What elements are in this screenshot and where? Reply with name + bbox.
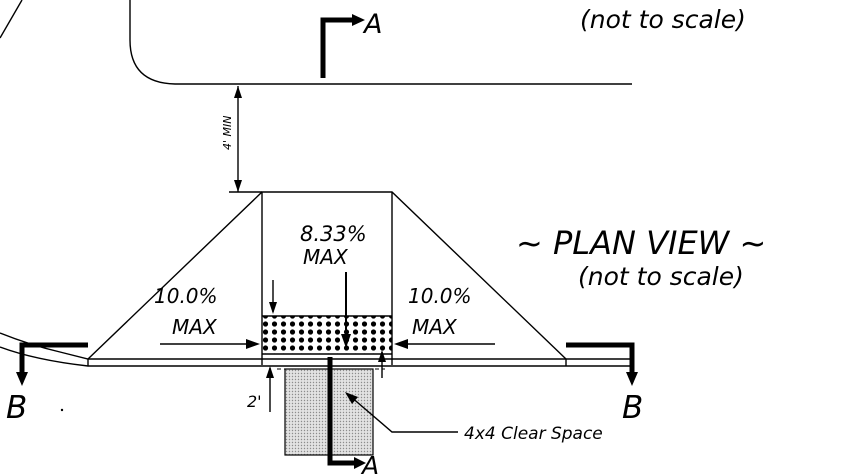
top-note: (not to scale): [580, 5, 746, 34]
ramp-slope-limit: MAX: [303, 245, 349, 269]
section-letter-a-top: A: [362, 9, 382, 40]
flare-right-limit: MAX: [412, 315, 458, 339]
upper-pad-outline: [129, 0, 632, 85]
section-marker-b-right: B: [566, 342, 643, 426]
flare-right-arrow: [394, 339, 495, 349]
dimension-4-min: 4' MIN: [221, 86, 262, 193]
section-marker-a-bottom: A: [327, 357, 379, 474]
section-marker-a-top: A: [320, 9, 382, 78]
plan-view-note: (not to scale): [578, 262, 744, 291]
ramp-slope-value: 8.33%: [300, 222, 367, 246]
flare-right-value: 10.0%: [408, 284, 472, 308]
edge-line-top-left: [0, 0, 23, 39]
section-letter-a-bottom: A: [360, 451, 379, 474]
warning-pointer-arrows: [269, 280, 386, 378]
flare-left-arrow: [160, 339, 260, 349]
dimension-2: 2': [247, 366, 274, 412]
dimension-4-min-label: 4' MIN: [221, 116, 234, 150]
section-letter-b-right: B: [622, 390, 643, 426]
section-marker-b-left: B: [6, 342, 88, 426]
detectable-warning-surface: [262, 316, 392, 354]
ramp-slope-arrow: [341, 272, 351, 348]
flare-left-value: 10.0%: [154, 284, 218, 308]
clear-space-leader: 4x4 Clear Space: [345, 392, 603, 444]
dimension-2-label: 2': [247, 392, 262, 411]
flare-left-limit: MAX: [172, 315, 218, 339]
plan-view-title: ~ PLAN VIEW ~: [516, 224, 766, 262]
stray-mark: [60, 408, 64, 412]
section-letter-b-left: B: [6, 390, 27, 426]
clear-space-label: 4x4 Clear Space: [464, 424, 603, 444]
